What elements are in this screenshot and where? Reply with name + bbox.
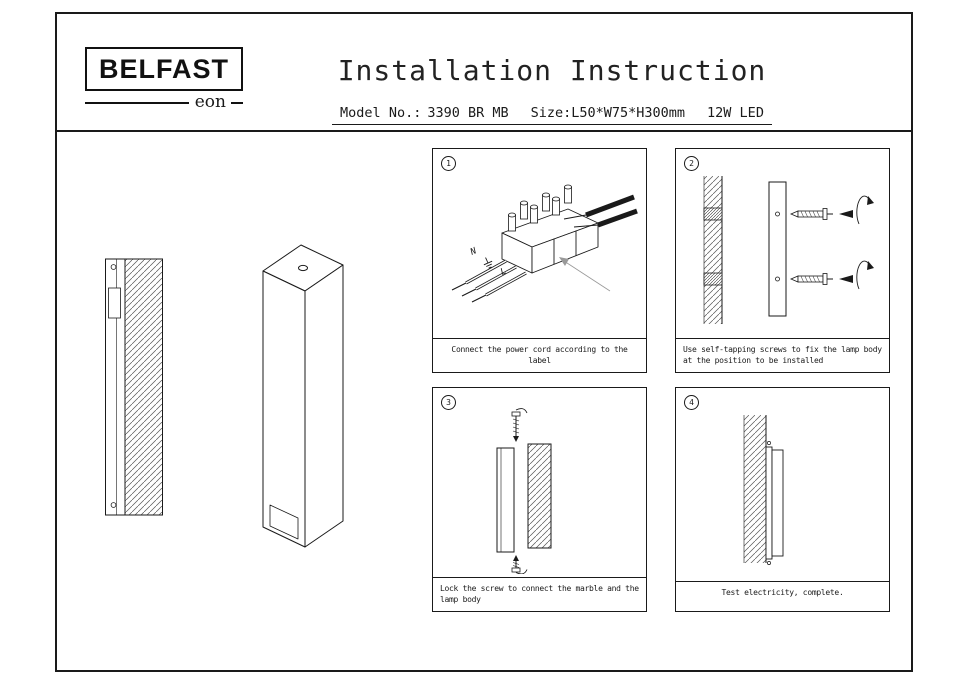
- brand-subname: eon: [194, 92, 226, 112]
- step-4-caption: Test electricity, complete.: [676, 581, 889, 611]
- step-3-drawing-area: [437, 402, 642, 575]
- wall-anchors: [703, 207, 722, 285]
- terminal-posts: [507, 184, 572, 231]
- step-2-number-badge: 2: [684, 156, 699, 171]
- step-4-number-badge: 4: [684, 395, 699, 410]
- installed-lamp-drawing: [743, 414, 783, 565]
- power-cables: [563, 194, 638, 227]
- lamp-front-view: [102, 254, 172, 520]
- wall-hatch: [743, 414, 766, 563]
- header: BELFAST eon Installation Instruction Mod…: [57, 14, 911, 132]
- step-3-number-badge: 3: [441, 395, 456, 410]
- step-3-caption: Lock the screw to connect the marble and…: [433, 577, 646, 611]
- step-3-number: 3: [446, 398, 451, 407]
- step-panel-4: 4 Test electricity, complete.: [675, 387, 890, 612]
- step-1-number: 1: [446, 159, 451, 168]
- brand-underline: [85, 101, 189, 104]
- model-info: Model No.: 3390 BR MB Size:L50*W75*H300mm 1…: [252, 102, 852, 125]
- size-label: Size:: [530, 105, 572, 121]
- step-4-number: 4: [689, 398, 694, 407]
- bottom-screw: [511, 554, 527, 574]
- instruction-sheet: BELFAST eon Installation Instruction Mod…: [55, 12, 913, 672]
- page-title: Installation Instruction: [337, 54, 767, 87]
- power-value: 12W LED: [707, 105, 764, 121]
- step-4-drawing-area: [680, 402, 885, 575]
- step-panel-2: 2: [675, 148, 890, 373]
- arrow-left-icon: [838, 209, 853, 218]
- lamp-body: [496, 447, 514, 552]
- step-2-drawing-area: [680, 163, 885, 336]
- size-value: L50*W75*H300mm: [571, 105, 686, 121]
- wall-mounting-drawing: [703, 175, 874, 324]
- self-tapping-screws: [789, 207, 833, 285]
- brand-logo-box: BELFAST: [85, 47, 243, 91]
- step-1-caption: Connect the power cord according to the …: [433, 338, 646, 372]
- lamp-isometric-view: [255, 229, 350, 559]
- step-panel-1: 1: [432, 148, 647, 373]
- step-panel-3: 3: [432, 387, 647, 612]
- step-1-drawing-area: N L: [437, 163, 642, 336]
- brand-logo: BELFAST eon: [85, 47, 243, 111]
- lamp-front-view-drawing: [105, 258, 163, 516]
- rotation-arrow-icon: [855, 195, 874, 289]
- terminal-block-drawing: N L: [451, 184, 638, 302]
- model-label: Model No.:: [340, 105, 422, 121]
- model-info-text: Model No.: 3390 BR MB Size:L50*W75*H300mm 1…: [332, 105, 772, 125]
- step-2-number: 2: [689, 159, 694, 168]
- step-1-number-badge: 1: [441, 156, 456, 171]
- mounted-lamp: [765, 440, 783, 565]
- brand-subline: eon: [85, 94, 243, 111]
- brand-dash: [231, 101, 243, 104]
- model-value: 3390 BR MB: [427, 105, 509, 121]
- terminal-label-n: N: [468, 246, 478, 258]
- wall-hatch: [703, 175, 722, 324]
- pointer-arrow-icon: [558, 256, 610, 291]
- terminal-label-l: L: [499, 266, 508, 277]
- lamp-isometric-drawing: [262, 244, 344, 548]
- arrow-left-icon: [838, 274, 853, 283]
- marble-assembly-drawing: [496, 407, 551, 574]
- marble-panel: [527, 443, 551, 548]
- lamp-back-plate: [768, 181, 786, 316]
- top-screw: [511, 407, 527, 442]
- ground-symbol-icon: [483, 256, 492, 269]
- step-2-caption: Use self-tapping screws to fix the lamp …: [676, 338, 889, 372]
- brand-name: BELFAST: [98, 53, 229, 84]
- input-wires: [451, 259, 527, 302]
